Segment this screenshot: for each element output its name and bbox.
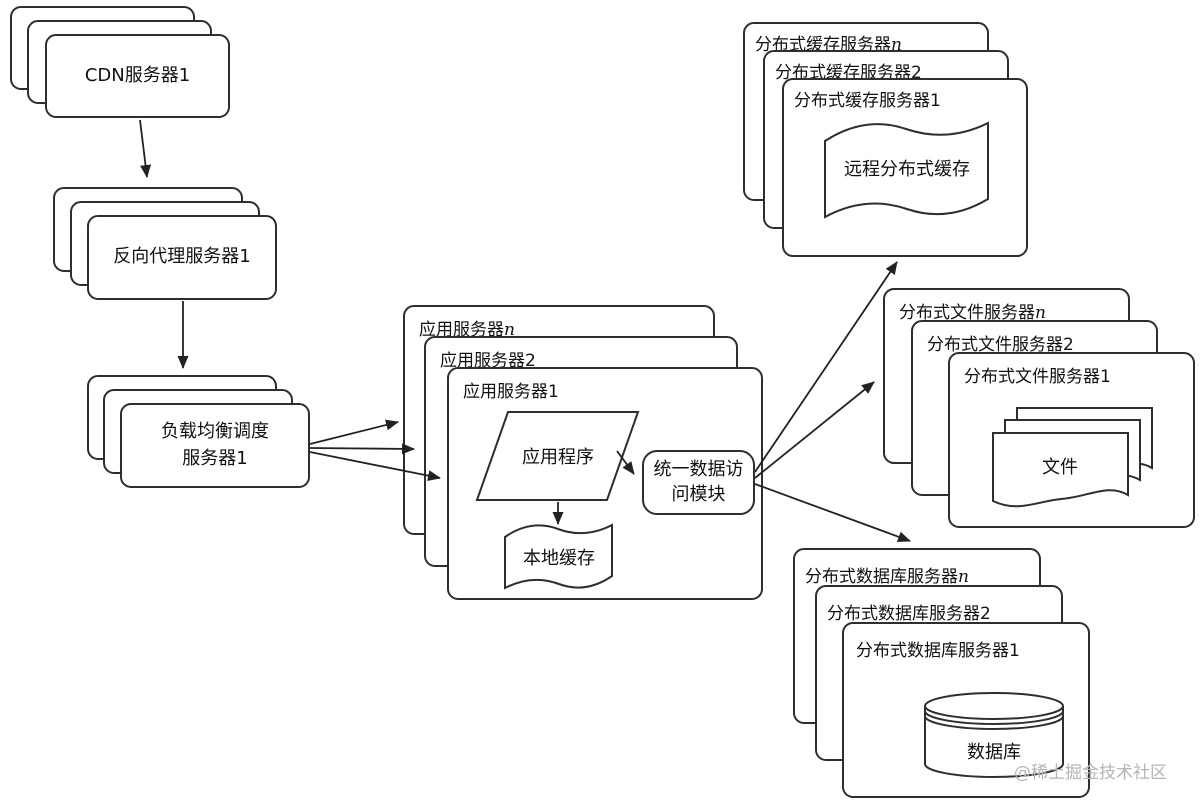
arrow-data-access-to-cache-servers [754, 261, 898, 473]
load-balancer-label-line1: 负载均衡调度 [161, 421, 269, 443]
reverse-proxy-node: 反向代理服务器1 [87, 215, 277, 300]
db-server-2-label: 分布式数据库服务器2 [827, 604, 991, 624]
load-balancer-node: 负载均衡调度 服务器1 [120, 403, 310, 488]
cdn-server-label: CDN服务器1 [84, 64, 191, 86]
file-documents-shape: 文件 [992, 407, 1153, 508]
database-label: 数据库 [967, 742, 1021, 763]
file-server-2-label: 分布式文件服务器2 [927, 335, 1074, 355]
load-balancer-label-line2: 服务器1 [182, 447, 248, 469]
application-parallelogram: 应用程序 [475, 411, 640, 501]
file-label: 文件 [1042, 457, 1078, 478]
arrow-data-access-to-file-servers [754, 381, 875, 479]
arrow-load-balancer-to-app-n [309, 419, 399, 445]
file-server-n-label-prefix: 分布式文件服务器 [899, 303, 1035, 323]
app-server-1-label: 应用服务器1 [463, 382, 559, 402]
cdn-server-node: CDN服务器1 [45, 34, 230, 118]
file-server-n-label: 分布式文件服务器n [899, 298, 1046, 323]
arrow-load-balancer-to-app-2 [309, 443, 415, 455]
data-access-module-node: 统一数据访 问模块 [642, 450, 755, 515]
reverse-proxy-label: 反向代理服务器1 [113, 246, 251, 268]
remote-cache-shape: 远程分布式缓存 [824, 121, 989, 219]
remote-cache-label: 远程分布式缓存 [844, 159, 970, 180]
load-balancer-label: 负载均衡调度 服务器1 [161, 419, 269, 471]
file-server-n-label-suffix: n [1035, 303, 1046, 323]
local-cache-shape: 本地缓存 [504, 523, 613, 590]
db-server-1-label: 分布式数据库服务器1 [856, 641, 1020, 661]
db-server-n-label: 分布式数据库服务器n [805, 562, 969, 587]
application-label: 应用程序 [522, 447, 594, 468]
app-server-n-label: 应用服务器n [419, 315, 515, 340]
arrow-data-access-to-db-servers [754, 483, 911, 543]
data-access-module-label: 统一数据访 问模块 [654, 458, 744, 507]
local-cache-label: 本地缓存 [523, 548, 595, 569]
app-server-2-label: 应用服务器2 [440, 351, 536, 371]
app-server-n-label-suffix: n [504, 320, 515, 340]
arrow-cdn-to-reverse-proxy [139, 119, 151, 178]
file-server-1-label: 分布式文件服务器1 [964, 367, 1111, 387]
watermark-text: @稀土掘金技术社区 [1014, 763, 1167, 783]
db-server-n-label-suffix: n [958, 567, 969, 587]
database-cylinder: 数据库 [924, 692, 1064, 778]
db-server-n-label-prefix: 分布式数据库服务器 [805, 567, 958, 587]
data-access-label-line1: 统一数据访 [653, 459, 744, 481]
cache-server-n-label-suffix: n [891, 35, 902, 55]
cache-server-1-label: 分布式缓存服务器1 [794, 91, 941, 111]
data-access-label-line2: 问模块 [671, 483, 726, 505]
app-server-n-label-prefix: 应用服务器 [419, 320, 504, 340]
